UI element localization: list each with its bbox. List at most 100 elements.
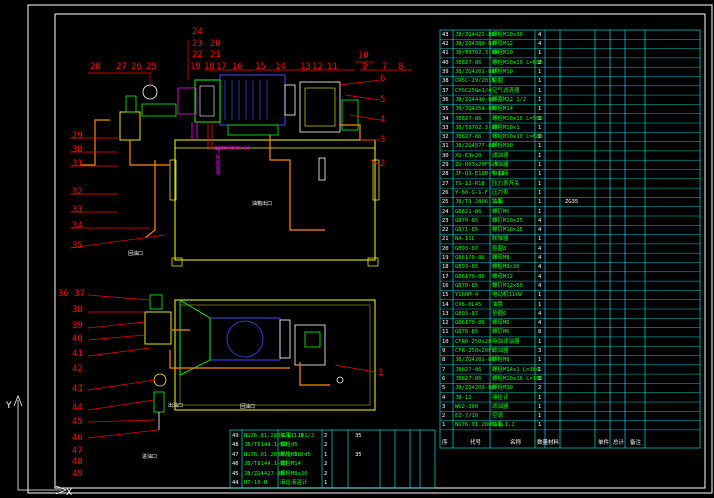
bom-cell-code: GB6170-86 (455, 320, 485, 327)
callout-number: 3 (380, 135, 386, 145)
bom-cell-name: 螺母M6 (492, 320, 510, 327)
bom-cell-code: TS-12-R18 (455, 180, 485, 187)
pipes-front (80, 119, 361, 239)
bom-cell-name: 油泵 (492, 301, 504, 308)
bom-cell-qty: 1 (538, 171, 542, 178)
bom-cell-qty: 1 (538, 301, 542, 308)
vertical-dim: d20(D3E-0) (216, 145, 222, 175)
bom-cell-code: JB/T9.2806.1.1 (455, 199, 502, 206)
bom-cell-name: 螺钉M6 (492, 329, 510, 336)
bom-header-cell: 总计 (613, 440, 625, 446)
bom-cell-name: 滤油器 (492, 348, 509, 354)
bom-cell-no: 23 (442, 217, 449, 224)
bom-cell-qty: 1 (538, 208, 542, 215)
bom-cell-no: 39 (442, 69, 449, 75)
callout-number: 18 (204, 62, 215, 72)
bom-cell-code: Y160M-4 (455, 292, 479, 299)
bom-cell-name: 螺钉M10x25 (492, 217, 523, 224)
bottom-bom-cell-name: 液位液温计 (280, 480, 308, 486)
callout-number: 10 (358, 51, 369, 61)
bom-cell-name: 螺母M12 (492, 41, 513, 48)
bom-cell-no: 31 (442, 143, 449, 150)
bom-cell-no: 4 (442, 394, 446, 401)
bom-cell-qty: 1 (538, 152, 542, 159)
callout-number: 32 (72, 187, 83, 197)
bottom-bom-cell-qty: 1 (324, 480, 328, 486)
bom-cell-name: 液位计 (492, 394, 509, 401)
bom-cell-qty: 3 (538, 348, 542, 354)
bom-cell-code: WU2-200 (455, 403, 479, 410)
bottom-bom-cell-qty: 2 (324, 432, 328, 439)
bom-header-cell: 名称 (510, 440, 522, 446)
plan-view: 出油口 回油口 进油口 (142, 294, 376, 460)
bom-cell-code: GB93-85 (455, 264, 479, 271)
callout-number: 15 (255, 62, 266, 72)
bom-cell-no: 11 (442, 329, 449, 336)
bom-cell-no: 1 (442, 422, 446, 429)
bom-cell-code: GB70-85 (455, 217, 479, 224)
bom-header-cell: 代号 (470, 440, 482, 446)
bom-cell-name: 联轴器 (492, 236, 509, 243)
plan-callout-right: 1 (378, 368, 384, 378)
bom-cell-code: JB/ZQ4422-86 (455, 31, 495, 38)
filter-unit (299, 81, 359, 133)
bom-cell-no: 34 (442, 115, 449, 122)
bom-cell-qty: 1 (538, 422, 542, 429)
ucs-y-label: Y (5, 401, 12, 411)
bom-cell-no: 38 (442, 78, 449, 85)
bottom-bom-cell-no: 49 (232, 432, 239, 439)
bottom-bom-cell-qty: 2 (324, 470, 328, 477)
bom-cell-qty: 1 (538, 96, 542, 103)
bom-cell-no: 42 (442, 41, 449, 48)
bottom-bom-cell-no: 44 (232, 480, 239, 486)
bom-cell-code: NU76.01.2806.1.1.2 (455, 422, 515, 429)
bom-cell-no: 40 (442, 59, 449, 66)
bom-row-lines (440, 39, 700, 431)
leaders-front (69, 40, 412, 249)
callout-number: 46 (72, 433, 83, 443)
bottom-bom-cell-code: JB/T8144.1-92 (244, 442, 288, 448)
pipe-annotation: 回油口 (128, 250, 143, 257)
bom-cell-qty: 1 (538, 162, 542, 168)
bom-cell-qty: 4 (538, 245, 542, 252)
bom-header-cell: 数量 (537, 440, 549, 446)
callout-number: 27 (116, 62, 127, 72)
bom-cell-name: 螺栓M10 (492, 50, 513, 57)
tank-front (174, 139, 376, 261)
callout-number: 31 (72, 159, 83, 169)
bom-cell-qty: 1 (538, 366, 542, 373)
bom-cell-no: 18 (442, 264, 449, 271)
bom-cell-name: 螺栓M30 (492, 385, 513, 392)
bom-cell-code: JB827-86 (455, 115, 482, 122)
bom-cell-code: NA-11L (455, 236, 475, 243)
bom-cell-qty: 1 (538, 180, 542, 187)
bom-cell-code: GB93-87 (455, 310, 479, 317)
callout-number: 48 (72, 457, 83, 467)
callout-number: 41 (72, 349, 83, 359)
bom-cell-no: 6 (442, 375, 446, 382)
motor-plan (209, 317, 281, 361)
callout-number: 45 (72, 417, 83, 427)
callout-number: 47 (72, 446, 83, 456)
bom-cell-no: 7 (442, 366, 446, 373)
callout-number: 12 (312, 62, 323, 72)
bom-cell-qty: 4 (538, 282, 542, 289)
callout-number: 11 (327, 62, 338, 72)
bom-cell-no: 9 (442, 348, 446, 354)
bom-cell-name: 螺母M8 (492, 255, 510, 261)
bottom-bom-cell-name: 油箱1 1R1/2 (280, 432, 315, 439)
bom-cell-qty: 4 (538, 264, 542, 271)
bom-header-cell: 材料 (548, 440, 560, 446)
bom-cell-no: 30 (442, 152, 449, 159)
callout-number: 40 (72, 334, 83, 344)
bottom-bom-cell-qty: 1 (324, 451, 328, 458)
bom-cell-qty: 2 (538, 59, 542, 66)
callout-number: 49 (72, 469, 83, 479)
bottom-bom-cell-mat: 35 (355, 432, 362, 439)
motor-front (219, 74, 296, 136)
bom-cell-mat: ZG35 (565, 199, 579, 206)
bottom-bom-cell-no: 46 (232, 461, 239, 467)
bom-cell-qty: 1 (538, 50, 542, 57)
bom-cell-no: 41 (442, 50, 449, 57)
callout-number: 19 (190, 62, 201, 72)
